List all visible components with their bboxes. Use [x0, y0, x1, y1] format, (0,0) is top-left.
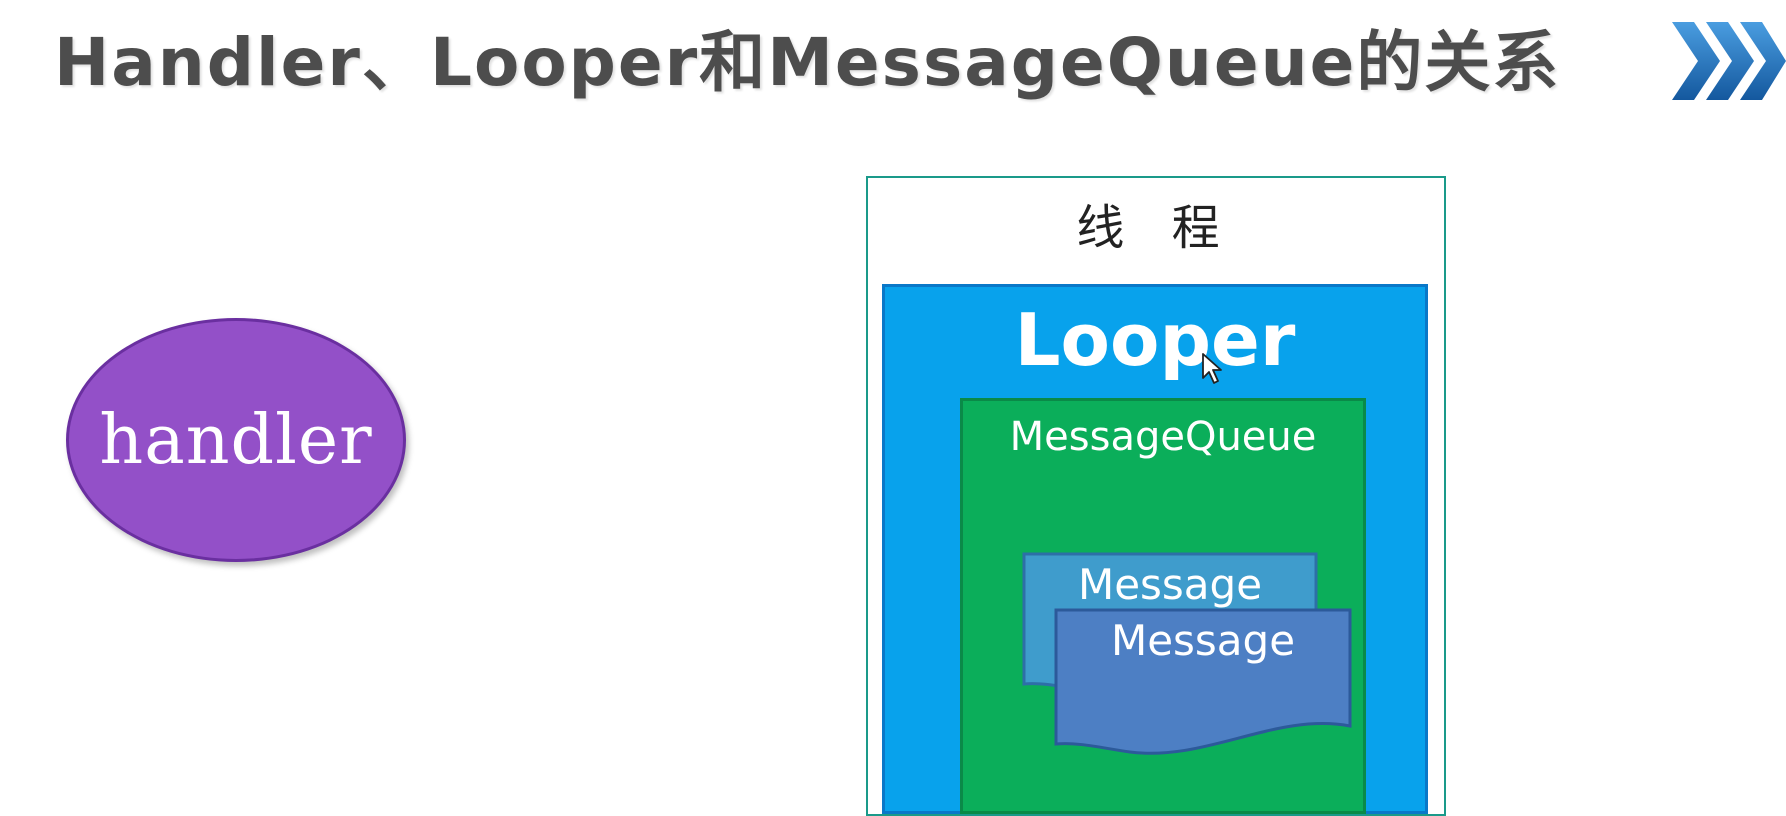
- handler-node: handler: [66, 318, 406, 562]
- message-label-front: Message: [1110, 616, 1296, 665]
- handler-label: handler: [99, 400, 373, 480]
- message-queue-label: MessageQueue: [1009, 414, 1317, 460]
- message-shape-front: [1054, 608, 1352, 755]
- chevron-right-icon: [1672, 22, 1786, 100]
- looper-label: Looper: [1014, 298, 1296, 382]
- mouse-pointer-icon: [1202, 353, 1222, 384]
- message-label-back: Message: [1077, 560, 1263, 609]
- thread-label: 线 程: [1076, 200, 1236, 256]
- slide-title: Handler、Looper和MessageQueue的关系: [54, 24, 1561, 101]
